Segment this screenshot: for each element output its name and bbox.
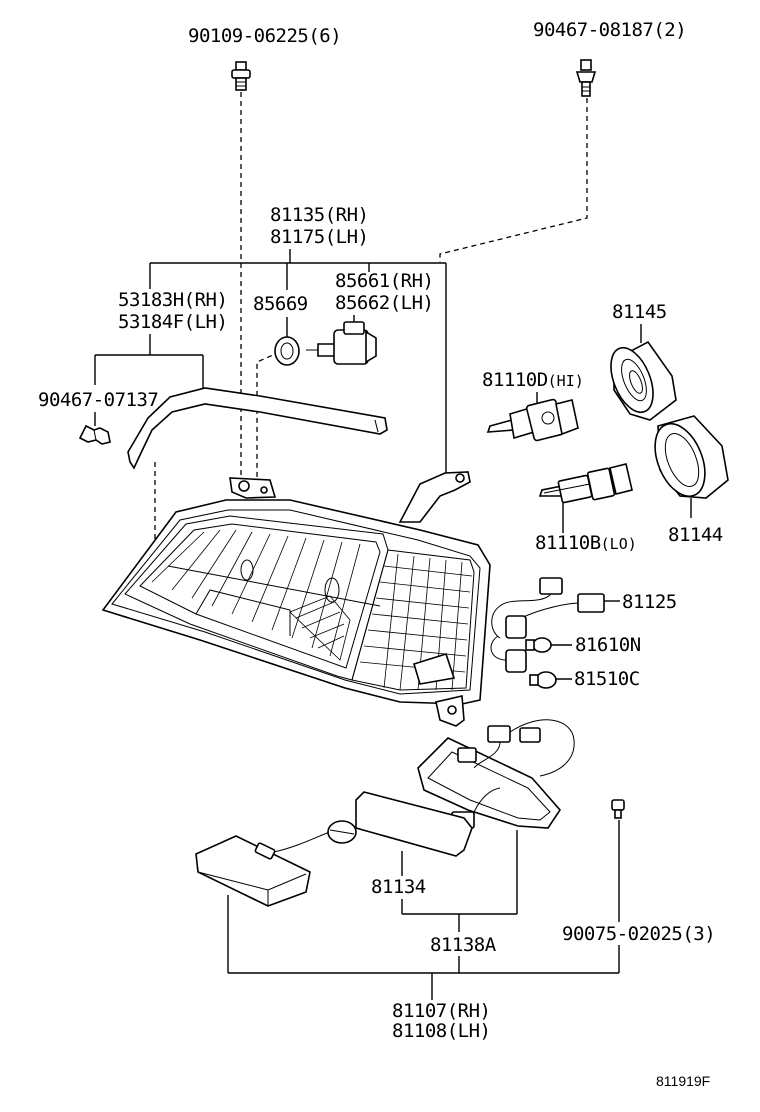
label-cover-bottom: 81144	[668, 524, 723, 546]
headlamp-housing	[101, 471, 491, 727]
clip-icon	[78, 424, 111, 445]
o-ring-icon	[274, 336, 300, 366]
label-unit-lh: 81175(LH)	[270, 226, 368, 248]
bulb-hi-icon	[486, 398, 579, 442]
label-unit-rh: 81135(RH)	[270, 204, 368, 226]
label-bulb-small-1: 81610N	[575, 634, 641, 656]
label-bulb-small-2: 81510C	[574, 668, 640, 690]
label-sub-assy: 81138A	[430, 934, 497, 956]
small-bulb-1-icon	[525, 637, 552, 653]
small-screw-icon	[611, 799, 625, 819]
label-screw-bottom: 90075-02025(3)	[562, 923, 715, 945]
label-gasket-lh: 53184F(LH)	[118, 311, 227, 333]
label-lens: 81134	[371, 876, 426, 898]
label-bulb-hi: 81110D(HI)	[482, 369, 584, 391]
label-assy-lh: 81108(LH)	[392, 1020, 490, 1042]
label-screw-90467-08187: 90467-08187(2)	[533, 19, 686, 41]
lens-pattern	[151, 529, 381, 661]
cover-cap-icon	[610, 340, 677, 421]
corner-lamp-lens	[351, 549, 475, 691]
label-socket-rh: 85661(RH)	[335, 270, 433, 292]
wire-harness-icon	[490, 577, 605, 673]
cover-ring-icon	[654, 415, 729, 499]
lens-plate-icon	[355, 791, 473, 857]
label-bolt-90109: 90109-06225(6)	[188, 25, 341, 47]
label-bulb-lo: 81110B(LO)	[535, 532, 637, 554]
label-clip: 90467-07137	[38, 389, 158, 411]
gasket-strip-icon	[127, 387, 388, 470]
screw-icon	[575, 59, 597, 97]
label-cover-top: 81145	[612, 301, 667, 323]
label-assy-rh: 81107(RH)	[392, 1000, 490, 1022]
control-module-icon	[195, 820, 357, 907]
leader-lines	[94, 249, 692, 1000]
label-oring: 85669	[253, 293, 308, 315]
bolt-icon	[231, 61, 251, 91]
dashed-guides	[154, 92, 588, 545]
bulb-lo-icon	[538, 463, 633, 504]
small-bulb-2-icon	[529, 671, 557, 689]
label-gasket-rh: 53183H(RH)	[118, 289, 227, 311]
label-socket-lh: 85662(LH)	[335, 292, 433, 314]
label-wire: 81125	[622, 591, 677, 613]
figure-reference: 811919F	[656, 1073, 710, 1089]
socket-bulb-icon	[306, 321, 377, 365]
